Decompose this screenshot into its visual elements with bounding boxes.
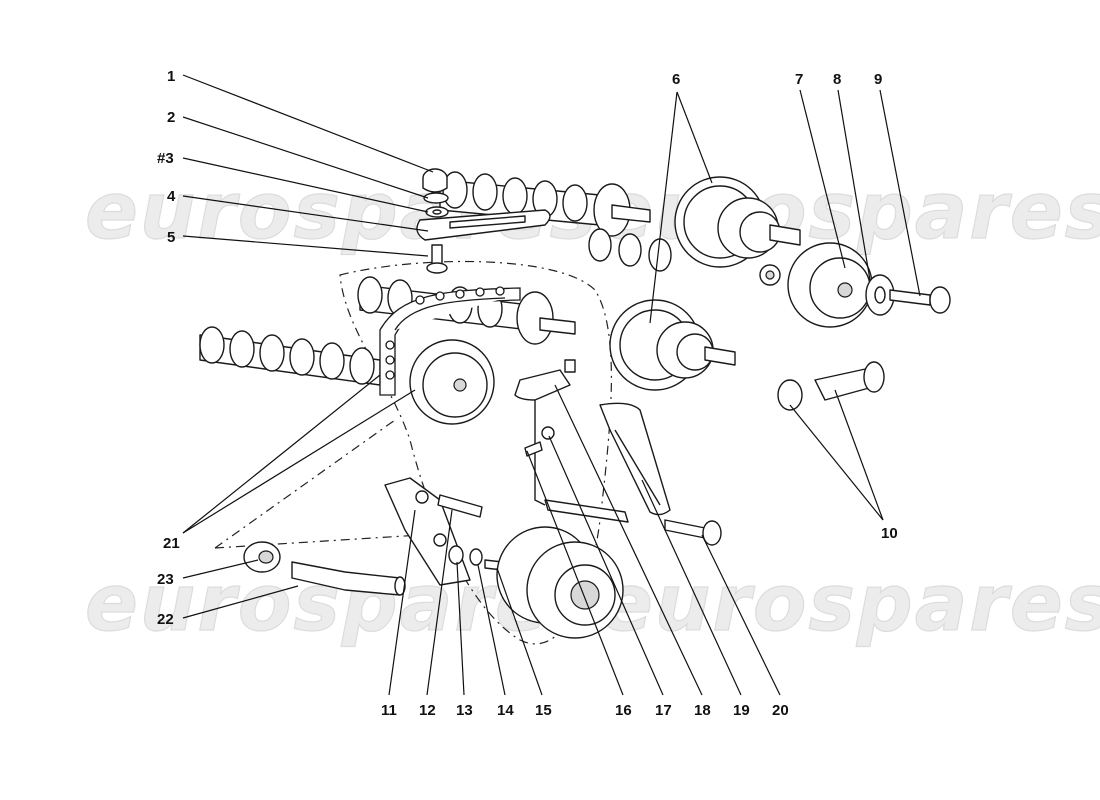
callout-2: 2 — [167, 109, 175, 126]
callout-17: 17 — [655, 702, 672, 719]
upper-variator-gear — [674, 176, 801, 286]
lower-camshaft — [199, 326, 381, 386]
callout-11: 11 — [381, 702, 397, 719]
chain-route-diagonal — [214, 419, 421, 549]
crank-sprockets — [496, 526, 624, 639]
callout-4: 4 — [167, 188, 176, 205]
callout-14: 14 — [497, 702, 514, 719]
callout-9: 9 — [874, 71, 882, 88]
callout-labels: 1 2 #3 4 5 6 7 8 9 10 11 12 13 14 15 16 … — [157, 68, 898, 719]
stud-5 — [431, 244, 443, 266]
bolt-9 — [889, 286, 951, 314]
cam-sprocket-7 — [787, 242, 873, 328]
callout-15: 15 — [535, 702, 552, 719]
callout-13: 13 — [456, 702, 473, 719]
callout-22: 22 — [157, 611, 174, 628]
callout-20: 20 — [772, 702, 789, 719]
callout-16: 16 — [615, 702, 632, 719]
callout-1: 1 — [167, 68, 175, 85]
washer-17 — [541, 426, 555, 440]
callout-8: 8 — [833, 71, 841, 88]
callout-18: 18 — [694, 702, 711, 719]
callout-19: 19 — [733, 702, 750, 719]
callout-6: 6 — [672, 71, 680, 88]
washer-13 — [448, 545, 464, 565]
washer-2 — [423, 192, 449, 204]
watermark-top-right: eurospares — [600, 167, 1100, 257]
callout-23: 23 — [157, 571, 174, 588]
screw-16 — [524, 441, 543, 457]
chain-guide-19 — [599, 402, 671, 516]
stud-22 — [291, 561, 406, 596]
fitting-10 — [777, 361, 885, 411]
callout-12: 12 — [419, 702, 436, 719]
callout-3: #3 — [157, 150, 174, 167]
bolt-20 — [664, 519, 722, 546]
leader-lines — [182, 74, 921, 696]
upper-camshaft — [439, 171, 672, 272]
washer-14 — [469, 548, 483, 566]
timing-chain-21 — [379, 286, 521, 396]
pin-12 — [437, 494, 483, 518]
callout-21: 21 — [163, 535, 180, 552]
callout-5: 5 — [167, 229, 175, 246]
watermark-bottom-right: eurospares — [600, 559, 1100, 649]
washer-23 — [243, 541, 281, 573]
callout-10: 10 — [881, 525, 898, 542]
lower-variator-gear — [609, 299, 736, 391]
callout-7: 7 — [795, 71, 803, 88]
timing-assembly-drawing — [199, 168, 951, 645]
left-cam-sprocket — [409, 339, 495, 425]
cam-bracket-assembly — [416, 168, 551, 274]
upper-camshaft-lower-lobes — [588, 228, 672, 272]
